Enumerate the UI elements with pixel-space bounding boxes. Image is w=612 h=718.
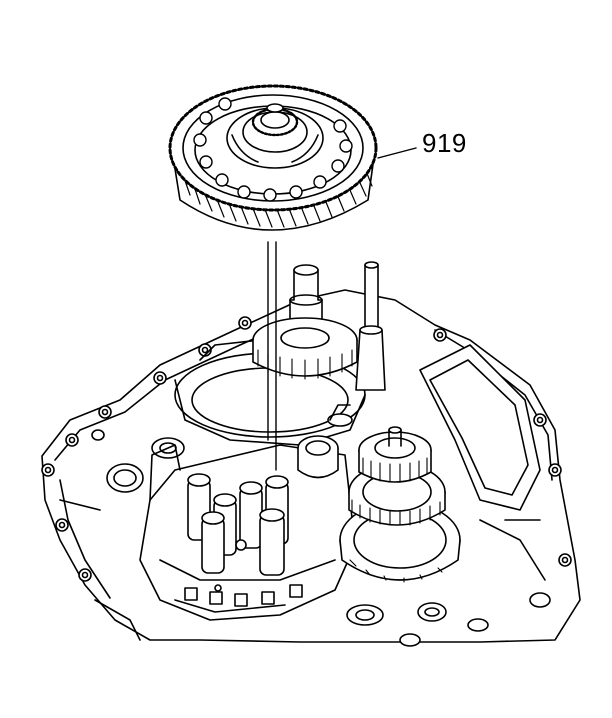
leader-line (268, 242, 276, 470)
valve-body-solenoids (140, 445, 355, 620)
output-shaft (253, 262, 385, 390)
callout-919-leader (378, 148, 416, 158)
accumulator-cup (298, 405, 352, 478)
ring-gear-919 (170, 86, 376, 230)
output-gear-stack (340, 427, 460, 582)
callout-919-label: 919 (422, 128, 467, 158)
